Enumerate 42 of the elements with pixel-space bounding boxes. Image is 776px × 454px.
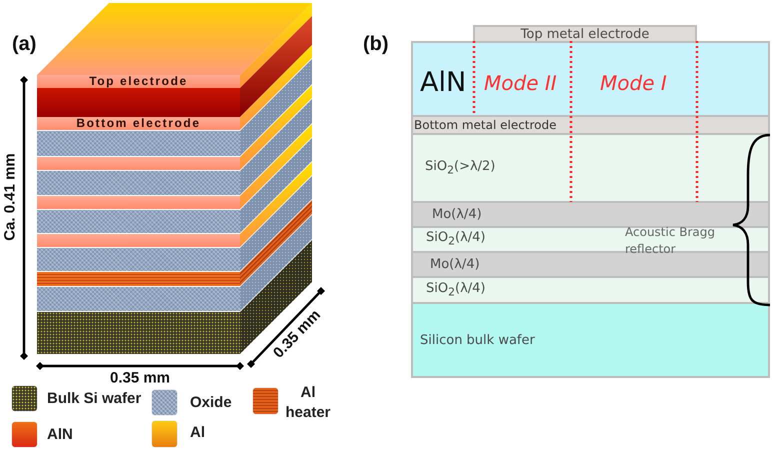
panel-label: (a) (12, 33, 36, 55)
sio2-layer (411, 133, 770, 203)
oxide-layer (37, 248, 240, 271)
aln-layer (37, 88, 240, 117)
heater-layer (37, 272, 240, 286)
layer-label: SiO$_{2}$(>λ/2) (425, 158, 496, 178)
legend-label: Al heater (284, 383, 332, 423)
legend-label: Bulk Si wafer (47, 390, 142, 408)
oxide-layer (37, 210, 240, 233)
dimension-label: 0.35 mm (110, 370, 170, 386)
layer-label: SiO$_{2}$(λ/4) (426, 280, 486, 300)
legend-label: Al (190, 424, 205, 442)
layer-label: Top metal electrode (520, 26, 650, 42)
legend-label: AlN (47, 426, 73, 444)
wafer-layer (411, 302, 770, 378)
oxide-layer (37, 131, 240, 156)
layer-label: Mo(λ/4) (430, 257, 480, 272)
panel-label: (b) (363, 33, 389, 55)
oxide-layer (37, 287, 240, 311)
legend-label: Oxide (190, 394, 232, 412)
mode-label: Mode I (600, 72, 667, 94)
electrode-layer (37, 75, 240, 88)
layer-label: Bottom electrode (76, 117, 201, 130)
al-layer (37, 196, 240, 209)
al-layer (37, 157, 240, 170)
dimension-label: Ca. 0.41 mm (2, 153, 18, 241)
layer-label: SiO$_{2}$(λ/4) (426, 230, 486, 249)
layer-label: Silicon bulk wafer (420, 332, 535, 348)
aln-layer (411, 41, 770, 117)
sio2-layer (411, 276, 770, 304)
oxide-layer (37, 171, 240, 195)
bracket-label: Acoustic Bragg reflector (625, 224, 716, 258)
al-layer (37, 234, 240, 247)
layer-label: Top electrode (89, 75, 188, 88)
layer-label: Bottom metal electrode (414, 118, 557, 132)
si-wafer-layer (37, 312, 240, 354)
electrode-layer (37, 117, 240, 130)
layer-label: AlN (420, 67, 466, 98)
mo-layer (411, 201, 770, 228)
mode-label: Mode II (484, 72, 557, 94)
layer-label: Mo(λ/4) (432, 207, 482, 222)
sio2-layer (411, 226, 770, 253)
